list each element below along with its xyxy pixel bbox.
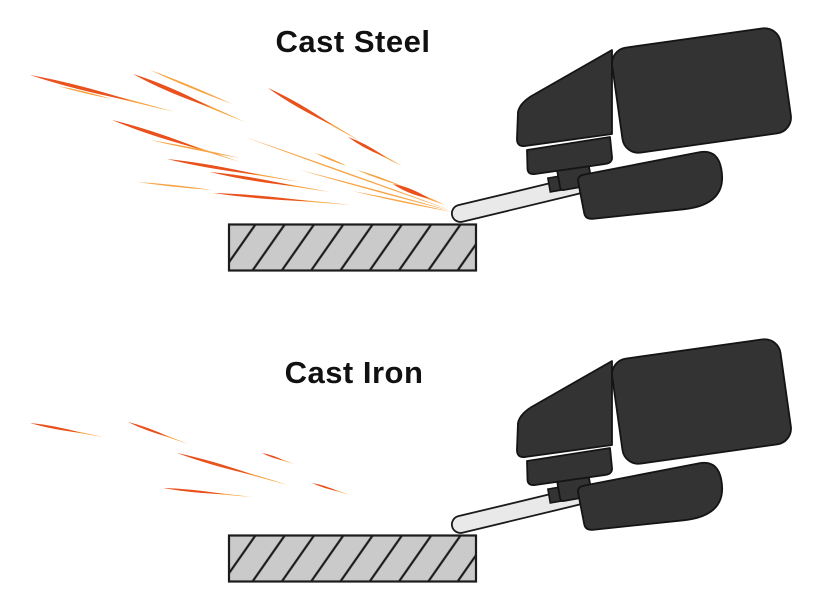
spark — [177, 453, 255, 476]
cast-steel-sparks — [30, 70, 452, 212]
spark — [245, 137, 450, 210]
spark — [268, 88, 333, 126]
spark — [393, 184, 430, 199]
cast-steel-grinder — [227, 25, 795, 272]
spark — [348, 137, 386, 158]
spark — [312, 483, 339, 492]
spark — [163, 488, 226, 495]
spark — [352, 191, 452, 212]
panel-cast-steel: Cast Steel — [30, 24, 795, 272]
spark — [357, 170, 402, 186]
spark — [112, 120, 202, 150]
cast-iron-title: Cast Iron — [285, 355, 424, 390]
spark — [133, 74, 212, 108]
spark — [30, 75, 132, 101]
spark — [30, 423, 82, 433]
spark — [58, 86, 112, 99]
spark — [138, 182, 212, 190]
spark — [167, 159, 261, 176]
panel-cast-iron: Cast Iron — [30, 336, 795, 583]
spark — [150, 140, 240, 158]
spark — [210, 172, 294, 186]
spark — [150, 70, 232, 104]
spark — [262, 453, 285, 461]
cast-iron-sparks — [30, 422, 350, 497]
cast-steel-title: Cast Steel — [276, 24, 431, 59]
spark — [315, 153, 347, 166]
spark — [300, 170, 451, 211]
spark — [213, 193, 311, 202]
spark — [128, 422, 170, 438]
